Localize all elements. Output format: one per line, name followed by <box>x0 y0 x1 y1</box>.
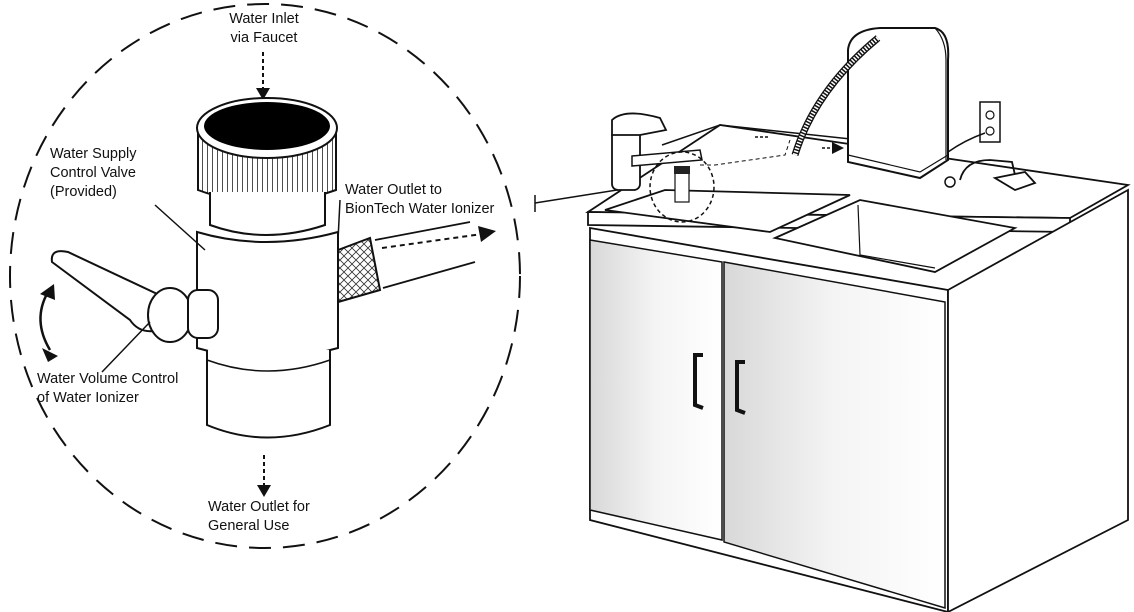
valve-location-marker <box>649 136 838 223</box>
general-outlet-label: Water Outlet for General Use <box>208 498 310 536</box>
supply-valve <box>50 97 476 439</box>
general-outlet-label-line2: General Use <box>208 518 290 534</box>
inlet-label-line1: Water Inlet <box>229 11 299 27</box>
supply-valve-label: Water Supply Control Valve (Provided) <box>50 145 137 202</box>
inlet-label: Water Inlet via Faucet <box>214 10 314 48</box>
detail-circle <box>9 3 521 549</box>
general-outlet-label-line1: Water Outlet for <box>208 499 310 515</box>
ionizer-outlet-arrow <box>381 226 496 249</box>
rotation-arrow <box>39 284 58 362</box>
supply-valve-label-line2: Control Valve <box>50 165 136 181</box>
volume-control-label-line2: of Water Ionizer <box>37 390 139 406</box>
supply-valve-label-line3: (Provided) <box>50 184 117 200</box>
ionizer-outlet-label-line2: BionTech Water Ionizer <box>345 201 495 217</box>
general-outlet-arrow <box>257 455 271 497</box>
volume-control-label: Water Volume Control of Water Ionizer <box>37 370 178 408</box>
faucet <box>611 112 703 191</box>
volume-control-label-line1: Water Volume Control <box>37 371 179 387</box>
kitchen-cabinet <box>585 124 1131 612</box>
supply-valve-label-line1: Water Supply <box>50 146 137 162</box>
ionizer-outlet-label-line1: Water Outlet to <box>345 182 442 198</box>
inlet-label-line2: via Faucet <box>230 30 298 46</box>
ionizer-outlet-label: Water Outlet to BionTech Water Ionizer <box>345 181 494 219</box>
inlet-arrow <box>256 52 270 100</box>
water-ionizer-unit <box>791 27 1037 191</box>
